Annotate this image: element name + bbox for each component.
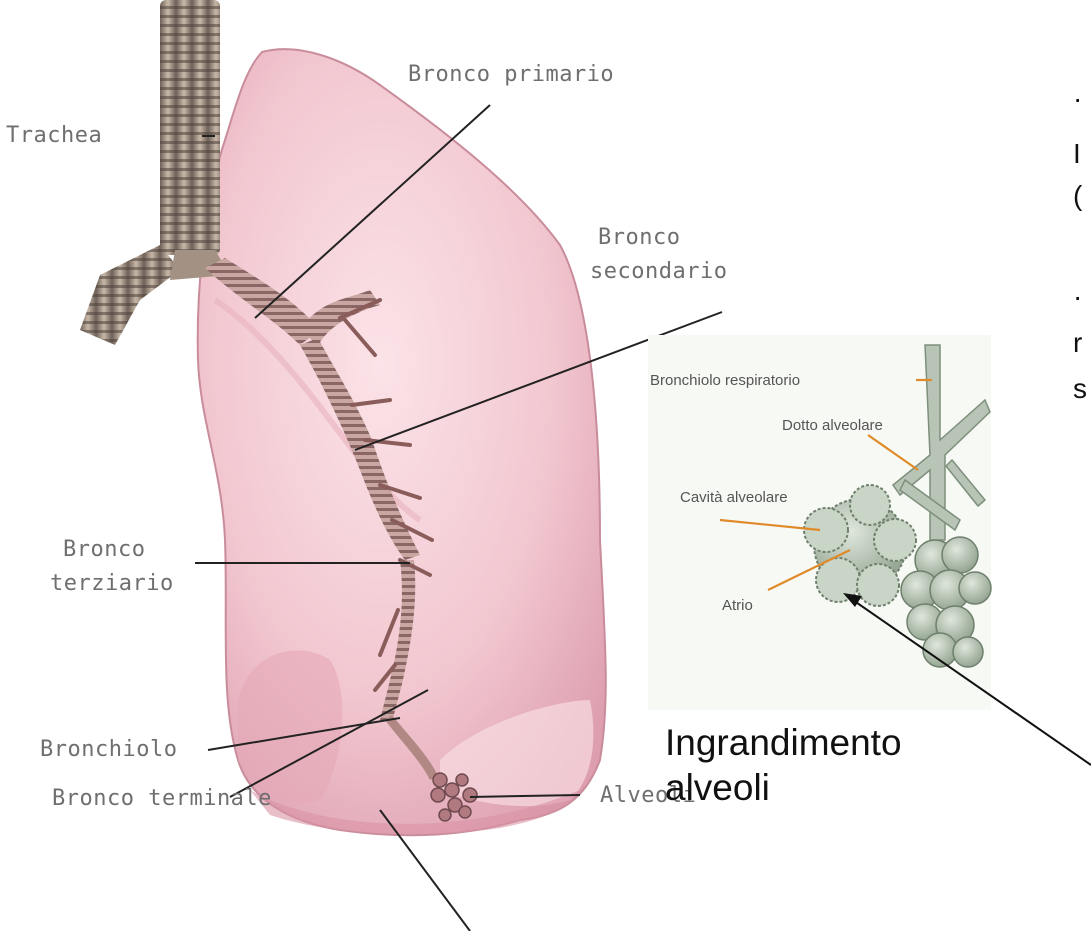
label-bronco-terziario-line1: Bronco (63, 537, 145, 562)
label-bronco-secondario-line1: Bronco (598, 225, 680, 250)
inset-label-atrio: Atrio (722, 597, 753, 614)
label-bronco-terziario-line2: terziario (50, 571, 174, 596)
lung-cardiac-notch (238, 650, 342, 802)
side-char-3: ( (1073, 180, 1083, 211)
trachea-left-bronchus (80, 245, 180, 345)
clipped-side-text: · I ( · r s (1073, 83, 1087, 404)
label-trachea: Trachea (6, 123, 102, 148)
label-bronco-terminale: Bronco terminale (52, 786, 272, 811)
inset-label-dotto-alveolare: Dotto alveolare (782, 417, 883, 434)
side-char-6: s (1073, 373, 1087, 404)
side-char-1: · (1073, 83, 1082, 114)
side-char-4: · (1073, 281, 1082, 312)
inset-label-cavita-alveolare: Cavità alveolare (680, 489, 788, 506)
side-char-2: I (1073, 138, 1081, 169)
trachea-tube (160, 0, 220, 255)
inset-label-bronchiolo-respiratorio: Bronchiolo respiratorio (650, 372, 800, 389)
label-bronco-secondario-line2: secondario (590, 259, 727, 284)
caption-line2: alveoli (665, 767, 770, 808)
label-bronco-primario: Bronco primario (408, 62, 614, 87)
alveoli-inset: Bronchiolo respiratorio Dotto alveolare … (648, 335, 991, 710)
side-char-5: r (1073, 327, 1082, 358)
label-bronchiolo: Bronchiolo (40, 737, 177, 762)
caption-line1: Ingrandimento (665, 722, 902, 763)
